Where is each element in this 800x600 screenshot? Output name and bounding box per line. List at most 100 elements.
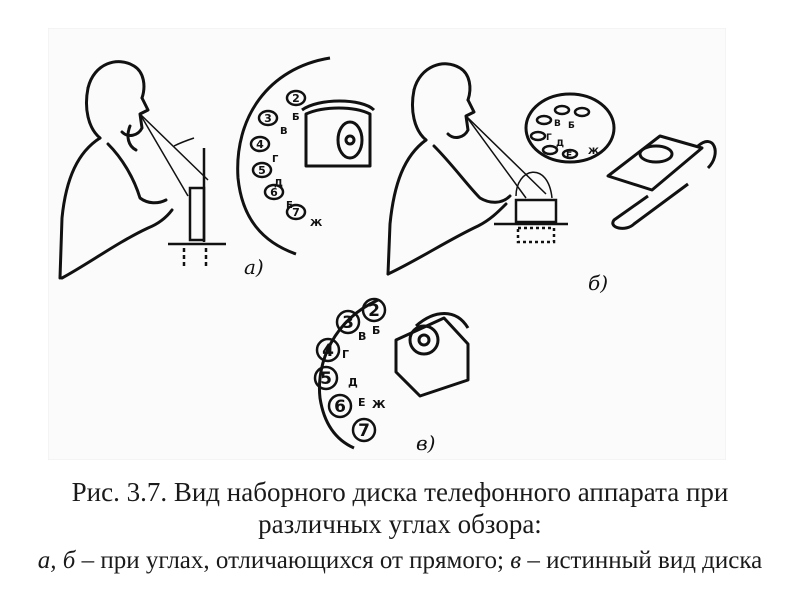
person-b-back bbox=[386, 138, 428, 276]
dial-b-hole-4 bbox=[529, 130, 547, 142]
legend-c: в bbox=[510, 547, 522, 574]
dial-b-letter-2: В bbox=[554, 119, 561, 129]
dial-c-hole-3 bbox=[315, 337, 341, 363]
person-b-forearm bbox=[386, 202, 508, 276]
telephone-a-dial-center bbox=[344, 134, 356, 146]
device-b-lower bbox=[516, 226, 556, 244]
dial-a-letter-1: Б bbox=[292, 112, 300, 123]
dial-c-hole-6 bbox=[351, 417, 377, 443]
dial-a-digit-1: 2 bbox=[292, 92, 300, 105]
panel-b-label: б) bbox=[588, 271, 608, 295]
person-b-face bbox=[446, 98, 476, 139]
person-a-head bbox=[86, 60, 146, 100]
angle-arc-a bbox=[173, 137, 195, 147]
dial-b-letter-4: Д bbox=[556, 139, 564, 149]
person-a-forearm bbox=[60, 208, 174, 280]
dial-a-hole-1 bbox=[285, 89, 307, 107]
person-a-face bbox=[120, 96, 150, 137]
dial-c-digit-1: 2 bbox=[368, 301, 380, 321]
device-b-top bbox=[514, 198, 558, 224]
telephone-c-dial bbox=[408, 324, 440, 356]
telephone-c-handset bbox=[415, 312, 470, 329]
dial-b-hole-3 bbox=[535, 114, 553, 126]
telephone-b-dial bbox=[638, 144, 674, 164]
dial-c-digit-5: 6 bbox=[334, 397, 346, 417]
angle-arc-b bbox=[515, 171, 553, 199]
panel-b-person bbox=[386, 62, 512, 276]
dial-c-letter-6: Ж bbox=[372, 398, 386, 411]
panel-a-device bbox=[168, 148, 226, 268]
sightline-b-2 bbox=[465, 115, 547, 195]
dial-a-digit-3: 4 bbox=[256, 138, 264, 151]
dial-a-letter-4: Д bbox=[274, 178, 283, 189]
dial-a-letter-3: Г bbox=[272, 154, 279, 165]
person-b-head bbox=[412, 62, 472, 102]
dial-c-letter-5: Е bbox=[358, 396, 366, 409]
dial-a-letter-5: Е bbox=[286, 200, 293, 211]
telephone-a bbox=[301, 99, 376, 168]
dial-c-digit-6: 7 bbox=[358, 421, 370, 441]
dial-b-rim bbox=[524, 92, 616, 164]
person-a-back bbox=[58, 136, 102, 280]
dial-c-letter-2: В bbox=[358, 330, 366, 343]
telephone-a-dial bbox=[336, 120, 364, 160]
dial-c-digit-4: 5 bbox=[320, 369, 332, 389]
telephone-c-body bbox=[394, 316, 470, 398]
person-a-back-head bbox=[85, 86, 102, 140]
panel-c-label: в) bbox=[416, 431, 435, 455]
dial-c-hole-2 bbox=[335, 309, 361, 335]
legend-ab-text: – при углах, отличающихся от прямого; bbox=[75, 547, 511, 574]
panel-b-device bbox=[494, 198, 568, 244]
dial-a-digit-4: 5 bbox=[258, 164, 266, 177]
dial-c-letter-3: Г bbox=[342, 348, 349, 361]
telephone-a-body bbox=[304, 106, 372, 168]
telephone-c-dial-center bbox=[417, 333, 431, 347]
telephone-b-cord bbox=[697, 140, 717, 170]
dial-a-hole-5 bbox=[263, 183, 285, 201]
dial-b-hole-1 bbox=[573, 106, 591, 118]
dial-a-digit-2: 3 bbox=[264, 112, 272, 125]
dial-c-hole-4 bbox=[313, 365, 339, 391]
sightline-a-2 bbox=[139, 113, 209, 181]
legend-ab: а, б bbox=[37, 547, 76, 574]
dial-a-letter-6: Ж bbox=[310, 218, 323, 229]
telephone-c bbox=[394, 312, 470, 398]
dial-a-hole-2 bbox=[257, 109, 279, 127]
person-b-back-head bbox=[411, 88, 428, 142]
telephone-a-handset bbox=[301, 99, 376, 112]
panel-a-label: а) bbox=[244, 255, 264, 279]
figure-caption: Рис. 3.7. Вид наборного диска телефонног… bbox=[0, 476, 800, 576]
dial-a-rim bbox=[236, 56, 331, 256]
dial-c-letter-4: Д bbox=[348, 376, 358, 389]
dial-a-digit-6: 7 bbox=[292, 206, 300, 219]
dial-b-letter-3: Г bbox=[546, 133, 552, 143]
telephone-b bbox=[606, 134, 717, 230]
dial-a-hole-4 bbox=[251, 161, 273, 179]
dial-b-hole-5 bbox=[541, 144, 559, 156]
dial-b-hole-6 bbox=[561, 148, 579, 160]
caption-title: Рис. 3.7. Вид наборного диска телефонног… bbox=[71, 477, 729, 539]
dial-b-hole-2 bbox=[553, 104, 571, 116]
dial-a-hole-6 bbox=[285, 203, 307, 221]
person-a-arm bbox=[106, 142, 168, 205]
telephone-b-handset bbox=[611, 182, 689, 230]
dial-c-letter-1: Б bbox=[372, 324, 380, 337]
dial-c-rim bbox=[317, 298, 379, 450]
panel-background bbox=[48, 28, 726, 460]
dial-c-hole-5 bbox=[327, 393, 353, 419]
panel-a-sightlines bbox=[139, 113, 209, 197]
dial-c-digit-3: 4 bbox=[322, 341, 334, 361]
sightline-b-1 bbox=[465, 115, 527, 199]
dial-c-hole-1 bbox=[361, 297, 387, 323]
caption-legend: а, б – при углах, отличающихся от прямог… bbox=[0, 546, 800, 576]
sightline-a-1 bbox=[139, 113, 189, 197]
legend-c-text: – истинный вид диска bbox=[521, 547, 763, 574]
